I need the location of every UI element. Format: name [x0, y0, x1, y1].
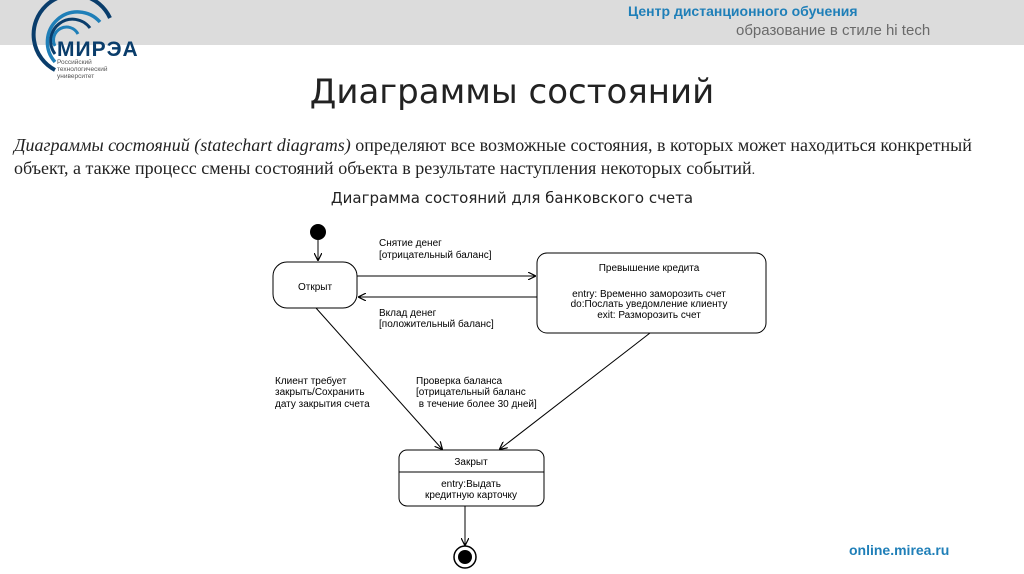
- deposit-label-2: [положительный баланс]: [379, 318, 494, 330]
- state-closed-entry-2: кредитную карточку: [425, 490, 517, 501]
- state-closed-name: Закрыт: [454, 457, 488, 468]
- page-title: Диаграммы состояний: [309, 72, 715, 112]
- header-bar: [0, 0, 1024, 45]
- state-open: [272, 261, 358, 309]
- intro-paragraph: Диаграммы состояний (statechart diagrams…: [14, 134, 1004, 182]
- intro-rest: определяют все возможные состояния, в ко…: [14, 135, 972, 178]
- withdraw-label-1: Снятие денег: [379, 238, 442, 249]
- intro-term: Диаграммы состояний (statechart diagrams…: [14, 135, 351, 155]
- logo-subtitle: Российский технологический университет: [57, 59, 108, 80]
- intro-end: .: [751, 163, 756, 178]
- footer-url[interactable]: online.mirea.ru: [849, 542, 950, 558]
- check-label-2: [отрицательный баланс: [416, 386, 526, 398]
- deposit-label-1: Вклад денег: [379, 308, 437, 319]
- logo-text: МИРЭА: [57, 38, 139, 61]
- final-state-dot: [458, 550, 472, 564]
- withdraw-label-2: [отрицательный баланс]: [379, 249, 492, 261]
- client-label-3: дату закрытия счета: [275, 399, 370, 410]
- mirea-logo: МИРЭА Российский технологический универс…: [0, 0, 180, 80]
- state-overdraft-do: do:Послать уведомление клиенту: [571, 299, 728, 310]
- state-overdraft-name: Превышение кредита: [599, 263, 700, 274]
- state-overdraft-exit: exit: Разморозить счет: [597, 310, 701, 321]
- transition-balance-check: [500, 332, 651, 449]
- check-label-1: Проверка баланса: [416, 375, 503, 387]
- state-overdraft: [536, 252, 767, 334]
- client-label-2: закрыть/Сохранить: [275, 387, 365, 398]
- transition-client-close: [315, 307, 442, 449]
- state-open-label: Открыт: [298, 282, 332, 293]
- check-label-3: в течение более 30 дней]: [416, 398, 537, 410]
- logo-arcs-icon: [31, 0, 112, 72]
- state-closed: [398, 449, 545, 507]
- center-tagline: образование в стиле hi tech: [736, 22, 931, 39]
- client-label-1: Клиент требует: [275, 375, 347, 387]
- initial-state: [310, 224, 326, 240]
- diagram-title: Диаграмма состояний для банковского счет…: [330, 189, 694, 207]
- state-closed-entry-1: entry:Выдать: [441, 479, 501, 490]
- center-title: Центр дистанционного обучения: [628, 3, 858, 19]
- state-overdraft-entry: entry: Временно заморозить счет: [572, 289, 726, 300]
